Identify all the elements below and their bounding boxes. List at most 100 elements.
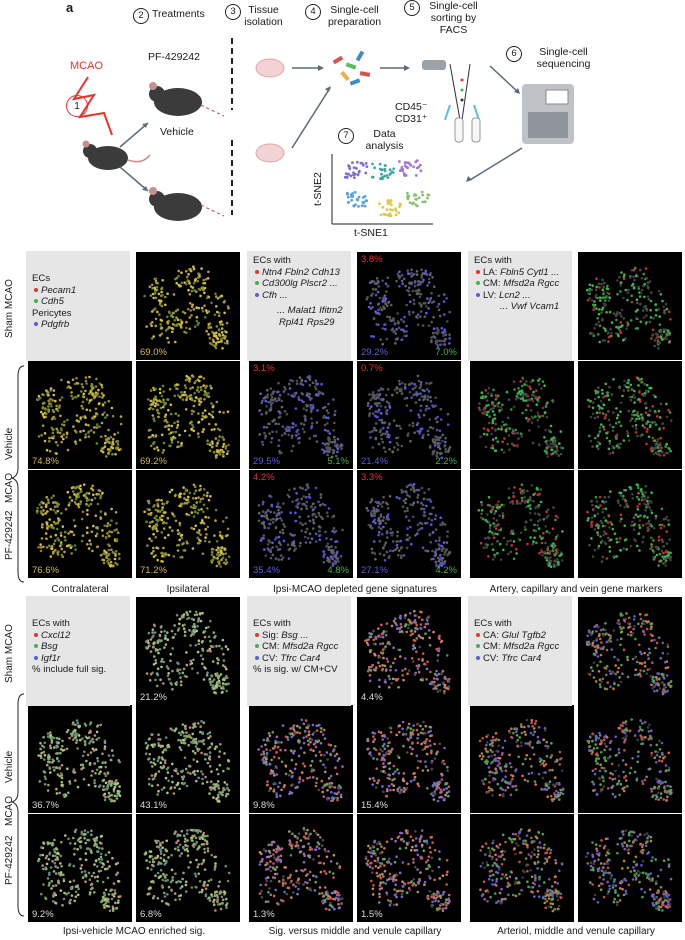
cell-point bbox=[60, 763, 64, 767]
cell-point bbox=[162, 502, 166, 506]
cell-point bbox=[116, 440, 119, 444]
cell-point bbox=[373, 428, 376, 432]
cell-point bbox=[669, 318, 672, 321]
cell-point bbox=[308, 519, 312, 523]
cell-point bbox=[536, 519, 540, 523]
cell-point bbox=[149, 650, 153, 653]
cell-point bbox=[626, 321, 629, 324]
cell-point bbox=[150, 324, 153, 328]
cell-point bbox=[537, 383, 541, 386]
cell-point bbox=[225, 330, 228, 334]
cell-point bbox=[416, 429, 420, 433]
cell-point bbox=[374, 557, 377, 561]
cell-point bbox=[533, 536, 536, 539]
cell-point bbox=[183, 781, 186, 785]
cell-point bbox=[312, 508, 315, 511]
cell-point bbox=[645, 442, 648, 446]
cell-point bbox=[103, 549, 106, 553]
cell-point bbox=[215, 768, 219, 771]
cell-point bbox=[192, 527, 196, 531]
cell-point bbox=[275, 545, 278, 548]
cell-point bbox=[408, 391, 412, 394]
cell-point bbox=[605, 557, 609, 560]
cell-point bbox=[640, 377, 643, 381]
cell-point bbox=[596, 415, 600, 419]
cell-point bbox=[381, 501, 385, 504]
cell-point bbox=[155, 286, 159, 289]
cell-point bbox=[589, 332, 592, 335]
cell-point bbox=[595, 411, 599, 414]
cell-point bbox=[604, 413, 608, 417]
cell-point bbox=[647, 519, 651, 523]
cell-point bbox=[55, 740, 59, 744]
cell-point bbox=[396, 553, 400, 557]
cell-point bbox=[642, 499, 645, 502]
cell-point bbox=[111, 452, 114, 456]
cell-point bbox=[484, 518, 488, 522]
cell-point bbox=[512, 491, 515, 495]
cell-point bbox=[42, 509, 45, 512]
cell-point bbox=[210, 428, 214, 431]
cell-point bbox=[644, 509, 647, 512]
cell-point bbox=[532, 540, 535, 543]
cell-point bbox=[145, 672, 149, 675]
cell-point bbox=[411, 387, 415, 391]
cell-point bbox=[381, 205, 385, 209]
cell-point bbox=[641, 493, 645, 496]
cell-point bbox=[197, 390, 201, 394]
cell-point bbox=[154, 554, 158, 557]
cell-point bbox=[167, 428, 171, 431]
tsne-scatter bbox=[36, 375, 123, 458]
cell-point bbox=[369, 398, 372, 402]
cell-point bbox=[381, 440, 385, 444]
cell-point bbox=[226, 786, 229, 790]
cell-point bbox=[369, 302, 372, 305]
cell-point bbox=[634, 427, 638, 430]
cell-point bbox=[653, 344, 656, 348]
cell-point bbox=[447, 450, 450, 453]
cell-point bbox=[279, 543, 282, 546]
cell-point bbox=[432, 327, 436, 330]
cell-point bbox=[188, 629, 191, 632]
cell-point bbox=[319, 391, 323, 394]
cell-point bbox=[159, 318, 163, 322]
cell-point bbox=[591, 406, 595, 410]
cell-point bbox=[430, 336, 433, 339]
cell-point bbox=[72, 770, 75, 773]
cell-point bbox=[152, 549, 155, 553]
cell-point bbox=[546, 552, 549, 555]
cell-point bbox=[65, 730, 69, 734]
cell-point bbox=[665, 530, 668, 533]
cell-point bbox=[277, 511, 281, 515]
cell-point bbox=[501, 440, 505, 444]
cell-point bbox=[51, 399, 54, 402]
cell-point bbox=[80, 390, 83, 393]
cell-point bbox=[192, 503, 196, 507]
cell-point bbox=[194, 505, 198, 508]
cell-point bbox=[446, 412, 450, 416]
cell-point bbox=[74, 440, 77, 443]
cell-point bbox=[67, 503, 71, 507]
cell-point bbox=[265, 426, 269, 429]
cell-point bbox=[192, 265, 195, 268]
cell-point bbox=[637, 397, 641, 401]
cell-point bbox=[300, 379, 304, 383]
cell-point bbox=[332, 514, 336, 518]
cell-point bbox=[388, 212, 392, 215]
cell-point bbox=[58, 791, 61, 795]
cell-point bbox=[257, 504, 261, 507]
cell-point bbox=[406, 538, 410, 542]
cell-point bbox=[388, 440, 392, 444]
cell-point bbox=[151, 292, 155, 296]
cell-point bbox=[39, 747, 42, 751]
cell-point bbox=[42, 415, 46, 419]
cell-point bbox=[117, 448, 121, 452]
percent-label: 69.0% bbox=[140, 347, 167, 358]
cell-point bbox=[498, 505, 502, 509]
cell-point bbox=[525, 384, 529, 387]
cell-point bbox=[490, 407, 493, 411]
cell-point bbox=[187, 743, 190, 747]
cell-point bbox=[106, 413, 109, 417]
cell-point bbox=[321, 448, 324, 451]
cell-point bbox=[90, 498, 94, 502]
